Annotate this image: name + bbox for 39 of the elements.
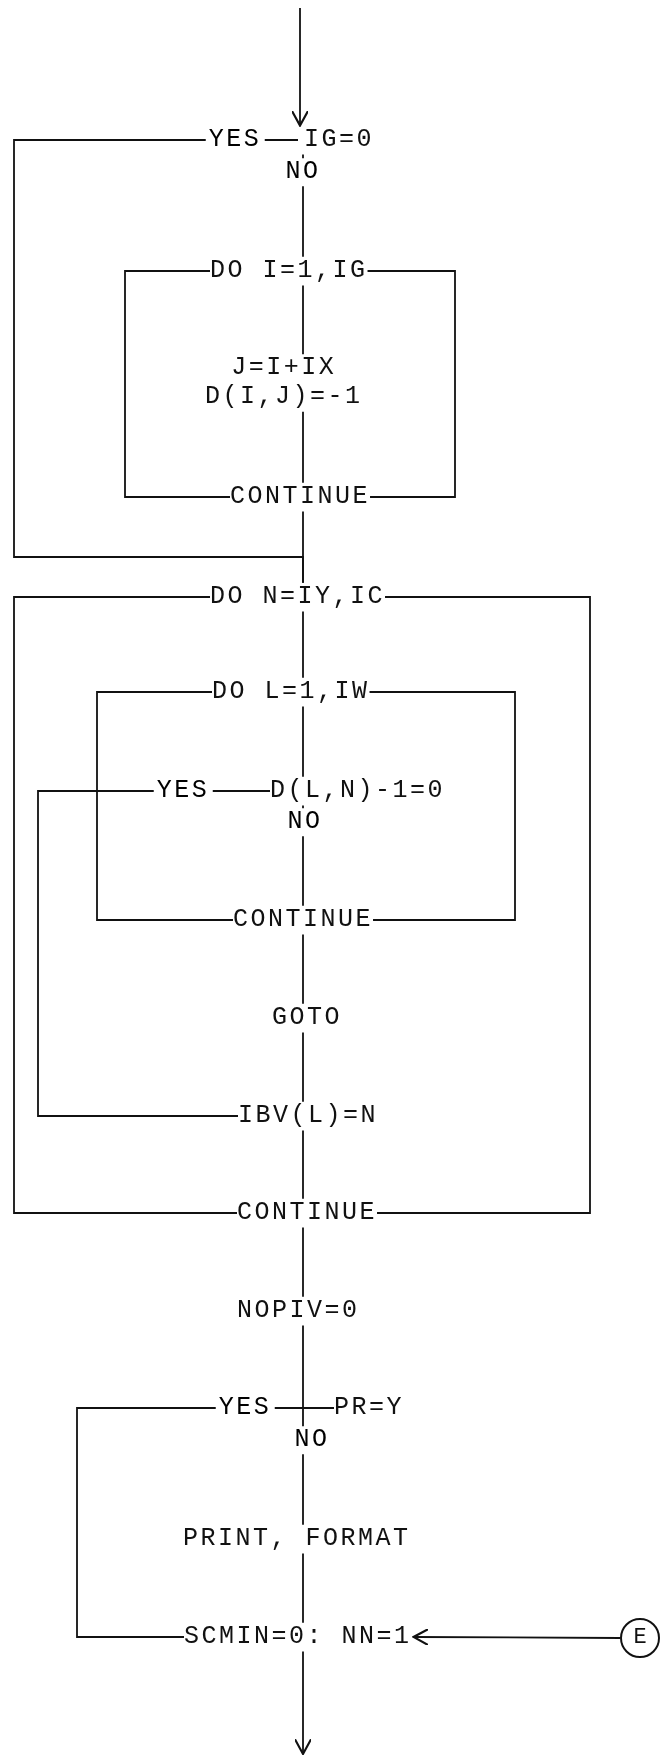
connector-line <box>376 596 591 1214</box>
statement-text: J=I+IX <box>230 354 338 383</box>
statement-text: D(I,J)=-1 <box>205 383 363 412</box>
statement-text: GOTO <box>272 1003 342 1033</box>
connector-line <box>302 1552 304 1624</box>
connector-line <box>302 610 304 679</box>
connector-line <box>302 510 304 584</box>
connector-line <box>302 933 304 1005</box>
statement-text: CONTINUE <box>230 482 371 512</box>
flow-arrow <box>293 1650 313 1756</box>
statement-text: SCMIN=0: NN=1 <box>184 1622 412 1652</box>
statement-text: IBV(L)=N <box>238 1101 379 1131</box>
connector-line <box>13 596 238 1214</box>
statement-text: DO L=1,IW <box>212 677 370 707</box>
connector-line <box>302 284 304 356</box>
connector-line <box>124 270 231 498</box>
arrow <box>412 1628 621 1647</box>
statement-text: CONTINUE <box>233 905 374 935</box>
connector-letter: E <box>633 1625 647 1651</box>
connector-line <box>302 1031 304 1103</box>
statement-text: DO N=IY,IC <box>210 582 386 612</box>
statement-text: PR=Y <box>334 1393 404 1423</box>
connector-line <box>302 410 304 484</box>
statement-text: DO I=1,IG <box>210 256 368 286</box>
statement-text: NOPIV=0 <box>237 1296 360 1326</box>
connector-line <box>76 1407 335 1638</box>
connector-line <box>96 691 234 921</box>
statement-text: IG=0 <box>298 125 374 155</box>
connector-line <box>302 705 304 778</box>
connector-line <box>366 270 456 498</box>
connector-line <box>302 1129 304 1200</box>
connector-line <box>302 1226 304 1298</box>
statement-text: D(L,N)-1=0 <box>270 776 446 806</box>
flow-arrow <box>290 7 310 127</box>
statement-text: PRINT, FORMAT <box>183 1524 411 1554</box>
statement-text: CONTINUE <box>237 1198 378 1228</box>
connector-line <box>37 790 271 1117</box>
connector-line <box>368 691 516 921</box>
connector-circle <box>620 1618 660 1658</box>
